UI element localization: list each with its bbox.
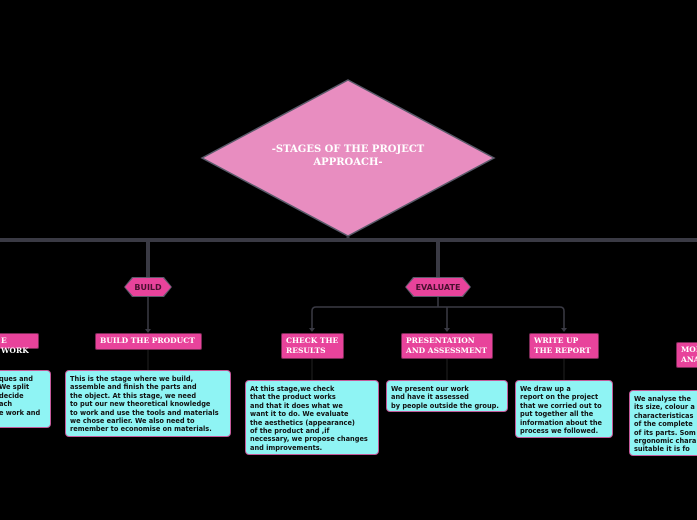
- topic-left-partial[interactable]: E WORK: [0, 333, 39, 355]
- topic-write-up-the-report[interactable]: WRITE UP THE REPORT: [529, 333, 599, 359]
- arrow-presentation: [444, 328, 450, 332]
- note-presentation-and-assessment[interactable]: We present our work and have it assessed…: [386, 380, 508, 412]
- note-right-partial[interactable]: We analyse the its size, colour a charac…: [629, 390, 697, 456]
- note-left-partial[interactable]: ques and We split decide ach e work and: [0, 370, 51, 428]
- note-check-the-results[interactable]: At this stage,we check that the product …: [245, 380, 379, 455]
- topic-check-the-results[interactable]: CHECK THE RESULTS: [281, 333, 344, 359]
- topic-presentation-and-assessment[interactable]: PRESENTATION AND ASSESSMENT: [401, 333, 493, 359]
- central-topic-title[interactable]: -STAGES OF THE PROJECT APPROACH-: [271, 144, 425, 168]
- arrow-check: [309, 328, 315, 332]
- evaluate-node[interactable]: EVALUATE: [406, 278, 470, 296]
- topic-build-the-product[interactable]: BUILD THE PRODUCT: [95, 333, 202, 350]
- note-write-up-the-report[interactable]: We draw up a report on the project that …: [515, 380, 613, 438]
- build-node[interactable]: BUILD: [125, 278, 171, 296]
- evaluate-fork: [311, 306, 565, 331]
- topic-right-partial[interactable]: MOD ANA: [676, 342, 697, 368]
- build-arrow: [145, 329, 151, 333]
- note-build-the-product[interactable]: This is the stage where we build, assemb…: [65, 370, 231, 437]
- arrow-write: [561, 328, 567, 332]
